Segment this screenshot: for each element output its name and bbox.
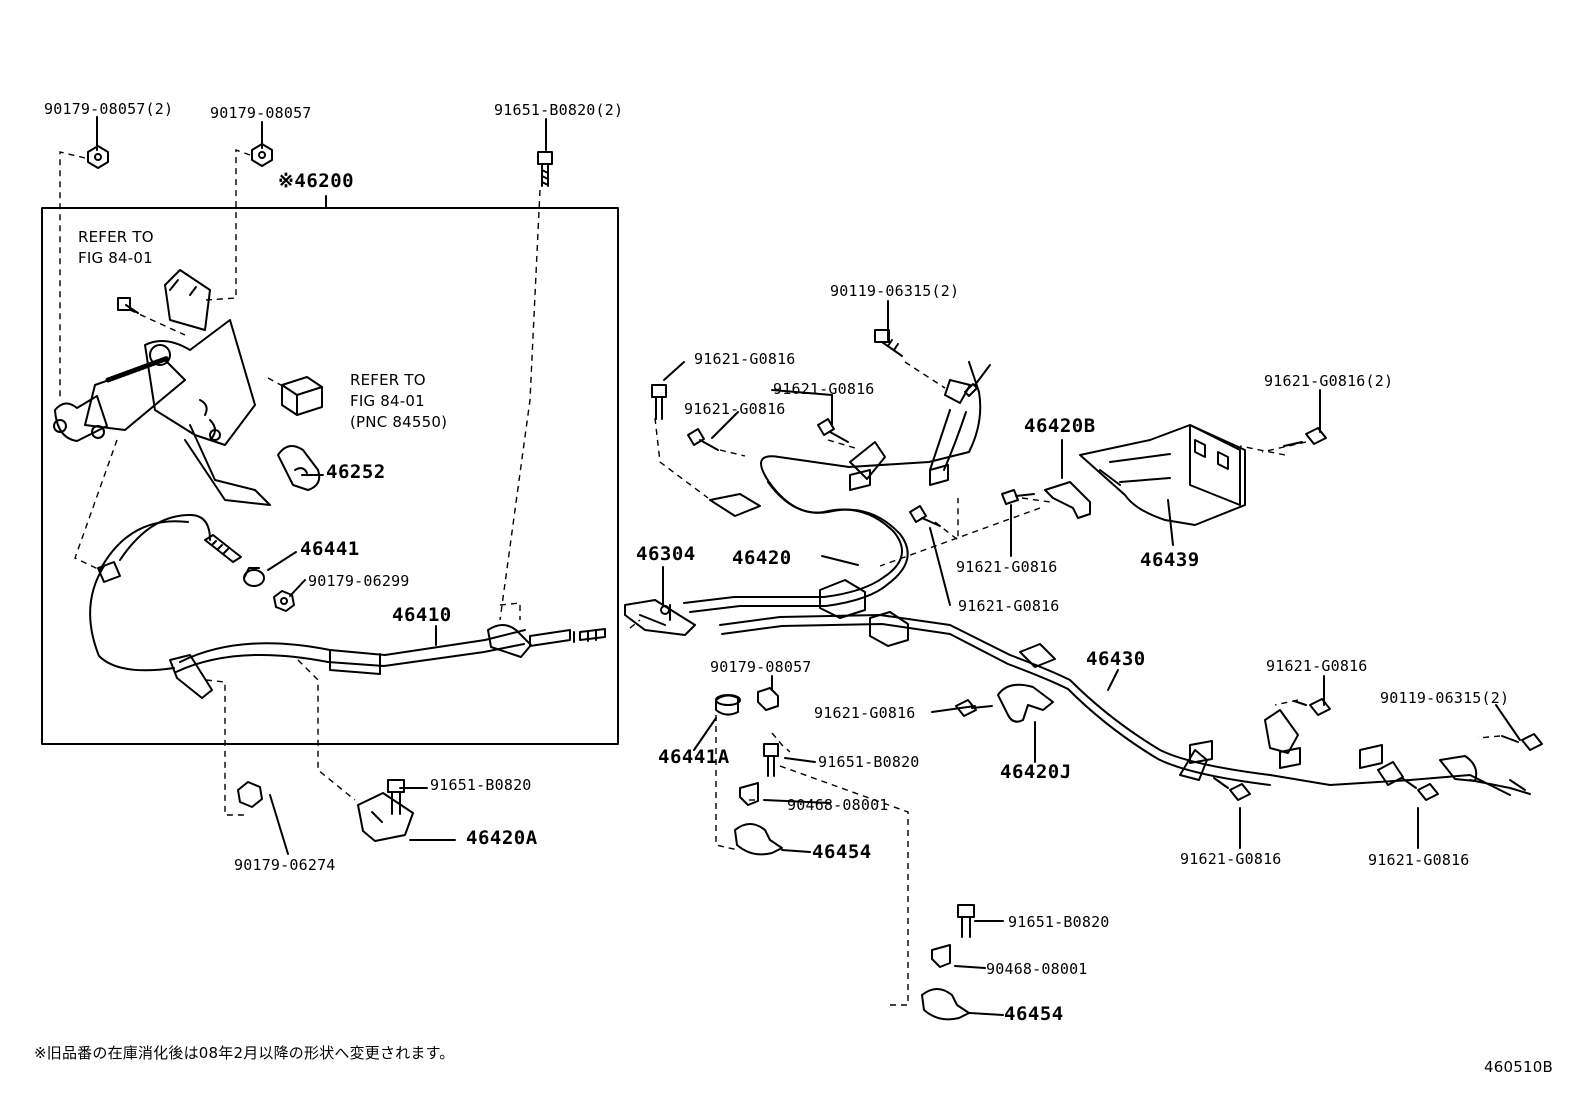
part-label: 90179-06274 bbox=[234, 856, 336, 874]
equalizer-46304-icon bbox=[624, 599, 696, 636]
part-label: 90468-08001 bbox=[787, 796, 889, 814]
clip-46420b-icon bbox=[1044, 481, 1091, 519]
part-label: 90119-06315(2) bbox=[830, 282, 960, 300]
protector-46439-icon bbox=[1079, 424, 1246, 526]
reference-note: REFER TO FIG 84-01 (PNC 84550) bbox=[350, 371, 448, 431]
part-label: 46439 bbox=[1140, 549, 1200, 571]
bolt-icon bbox=[1213, 777, 1251, 801]
part-label: 46420 bbox=[732, 547, 792, 569]
figure-id: 460510B bbox=[1484, 1058, 1553, 1076]
bolt-icon bbox=[1001, 489, 1035, 505]
part-label: 46420B bbox=[1024, 415, 1096, 437]
part-label: 91621-G0816 bbox=[694, 350, 796, 368]
reference-note: REFER TO FIG 84-01 bbox=[78, 228, 154, 267]
bolt-icon bbox=[817, 418, 849, 443]
part-label: 91651-B0820 bbox=[1008, 913, 1110, 931]
part-label: 46252 bbox=[326, 461, 386, 483]
bolt-icon bbox=[1283, 427, 1327, 447]
part-label: 91621-G0816 bbox=[1266, 657, 1368, 675]
part-label: 91621-G0816 bbox=[814, 704, 916, 722]
front-cable-46410 bbox=[89, 514, 606, 699]
part-label: 91621-G0816(2) bbox=[1264, 372, 1394, 390]
part-label: 46420J bbox=[1000, 761, 1072, 783]
part-label: 91621-G0816 bbox=[773, 380, 875, 398]
cushion-46252-icon bbox=[277, 445, 321, 491]
bolt-icon bbox=[687, 428, 719, 451]
assembly-label: ※46200 bbox=[278, 170, 355, 192]
bolt-icon bbox=[1401, 777, 1439, 801]
part-label: 46304 bbox=[636, 543, 696, 565]
bolt-icon bbox=[651, 384, 667, 420]
part-label: 46420A bbox=[466, 827, 538, 849]
part-label: 90179-08057(2) bbox=[44, 100, 174, 118]
footnote: ※旧品番の在庫消化後は08年2月以降の形状へ変更されます。 bbox=[34, 1044, 455, 1062]
rear-cable-46430 bbox=[719, 611, 1531, 796]
bracket-46420a-icon bbox=[357, 792, 414, 842]
part-label: 90468-08001 bbox=[986, 960, 1088, 978]
part-label: 91621-G0816 bbox=[1368, 851, 1470, 869]
cable-bracket-icon bbox=[1377, 761, 1404, 786]
part-label: 91621-G0816 bbox=[684, 400, 786, 418]
grommet-46441-icon bbox=[243, 567, 265, 587]
bolt-icon bbox=[1501, 733, 1543, 751]
clip-46420j-icon bbox=[997, 683, 1054, 723]
part-label: 90179-08057 bbox=[210, 104, 312, 122]
part-label: 91651-B0820 bbox=[430, 776, 532, 794]
bolt-icon bbox=[874, 329, 903, 357]
insulator-46454-icon bbox=[921, 988, 970, 1021]
bolt-icon bbox=[1293, 698, 1331, 716]
part-label: 46410 bbox=[392, 604, 452, 626]
part-label: 90119-06315(2) bbox=[1380, 689, 1510, 707]
assembly-46200-frame bbox=[41, 207, 619, 745]
part-label: 90179-06299 bbox=[308, 572, 410, 590]
bolt-icon bbox=[387, 779, 405, 815]
bolt-icon bbox=[964, 364, 991, 397]
part-label: 46454 bbox=[1004, 1003, 1064, 1025]
cable-bracket-icon bbox=[709, 493, 761, 517]
clip-90468-icon bbox=[739, 782, 759, 806]
bolt-icon bbox=[909, 505, 941, 527]
nut-icon bbox=[273, 590, 295, 612]
cable-bracket-icon bbox=[1179, 749, 1208, 781]
nut-icon bbox=[237, 781, 263, 808]
bolt-icon bbox=[763, 743, 779, 777]
clip-90468-icon bbox=[931, 944, 951, 968]
bolt-icon bbox=[955, 699, 993, 717]
parking-brake-lever-assembly bbox=[53, 269, 271, 506]
bolt-icon bbox=[537, 151, 553, 187]
grommet-46441a-icon bbox=[715, 694, 741, 716]
cable-bracket-icon bbox=[1264, 709, 1299, 754]
switch-connector-icon bbox=[281, 376, 323, 416]
nut-icon bbox=[87, 145, 109, 169]
part-label: 91651-B0820(2) bbox=[494, 101, 624, 119]
bolt-icon bbox=[957, 904, 975, 938]
part-label: 46454 bbox=[812, 841, 872, 863]
bolt-icon bbox=[117, 297, 139, 314]
part-label: 46441 bbox=[300, 538, 360, 560]
part-label: 91651-B0820 bbox=[818, 753, 920, 771]
cable-bracket-icon bbox=[849, 441, 886, 480]
part-label: 90179-08057 bbox=[710, 658, 812, 676]
nut-icon bbox=[251, 143, 273, 167]
part-label: 91621-G0816 bbox=[956, 558, 1058, 576]
cable-end-bolt-icon bbox=[204, 534, 242, 563]
part-label: 91621-G0816 bbox=[958, 597, 1060, 615]
insulator-46454-icon bbox=[734, 823, 783, 856]
nut-icon bbox=[757, 687, 779, 711]
part-label: 46441A bbox=[658, 746, 730, 768]
part-label: 46430 bbox=[1086, 648, 1146, 670]
part-label: 91621-G0816 bbox=[1180, 850, 1282, 868]
rear-cable-46420 bbox=[683, 361, 982, 619]
